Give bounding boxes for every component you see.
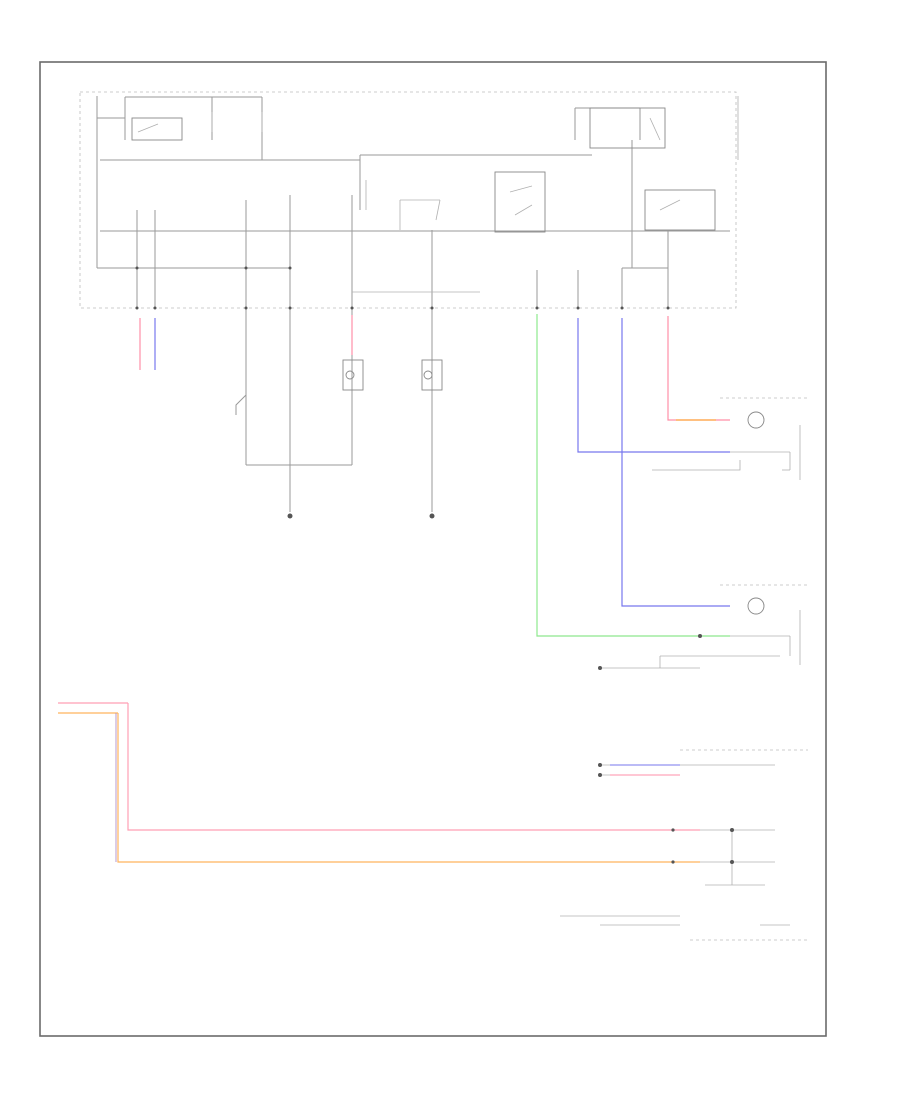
wire-red-right-headlamp [667, 316, 730, 421]
junction-output-wires [136, 195, 669, 308]
front-fog-relay [365, 180, 441, 230]
wire-pink-run [127, 703, 700, 831]
left-fog-lamp [342, 359, 364, 391]
connector-pins [135, 266, 670, 310]
wire-orange-run [117, 713, 700, 863]
right-headlamp-assembly [652, 397, 810, 480]
ground-circuit-left [235, 308, 353, 512]
ground-symbol-left [287, 513, 293, 519]
body-control-module-connector [671, 828, 775, 886]
high-beam-relay [589, 107, 666, 149]
lighting-switch [560, 915, 808, 941]
ground-symbol-right [429, 513, 435, 519]
wire-green-left-headlamp [536, 314, 730, 637]
left-headlamp-relay [494, 171, 546, 233]
ignition-relay [131, 117, 183, 141]
right-headlamp-relay [644, 189, 716, 231]
junction-box-outline [79, 91, 737, 309]
power-feed-wires [96, 96, 730, 269]
wire-blue-left-headlamp [621, 318, 730, 607]
fuse-block-a [211, 112, 263, 132]
left-headlamp-assembly [598, 584, 810, 670]
diagram-frame [39, 61, 827, 1037]
right-fog-lamp [421, 308, 443, 512]
combination-meter-connector [598, 749, 808, 777]
wire-blue-right-headlamp [577, 318, 730, 453]
